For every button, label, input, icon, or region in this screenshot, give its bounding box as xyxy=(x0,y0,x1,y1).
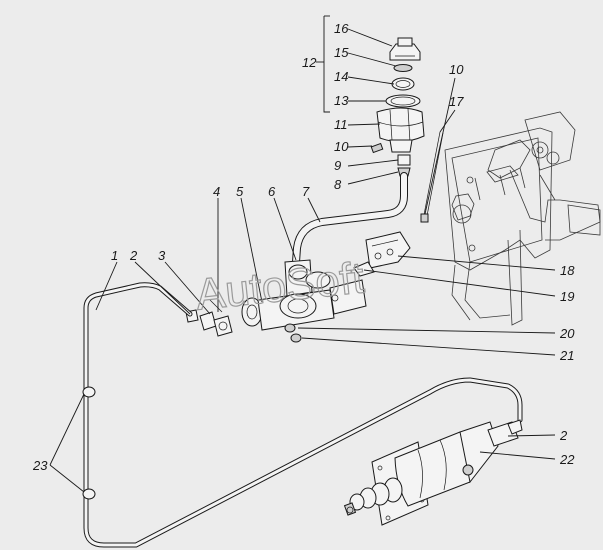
callout-17: 17 xyxy=(449,94,464,109)
callout-15: 15 xyxy=(334,45,349,60)
callout-3: 3 xyxy=(158,248,166,263)
callout-4: 4 xyxy=(213,184,220,199)
callout-14: 14 xyxy=(334,69,348,84)
callout-11: 11 xyxy=(334,117,348,132)
callout-6: 6 xyxy=(268,184,276,199)
callout-1: 1 xyxy=(111,248,118,263)
callout-22: 22 xyxy=(559,452,575,467)
callout-19: 19 xyxy=(560,289,574,304)
callout-12: 12 xyxy=(302,55,317,70)
supply-hose xyxy=(292,172,408,266)
callout-16: 16 xyxy=(334,21,349,36)
fluid-reservoir xyxy=(370,37,425,177)
clutch-booster xyxy=(343,419,523,526)
callout-20: 20 xyxy=(559,326,575,341)
push-rod xyxy=(420,131,444,223)
pedal-bracket xyxy=(444,111,601,326)
callout-10-upper: 10 xyxy=(334,139,349,154)
callout-7: 7 xyxy=(302,184,310,199)
callout-10-right: 10 xyxy=(449,62,464,77)
callout-13: 13 xyxy=(334,93,349,108)
callout-9: 9 xyxy=(334,158,341,173)
callout-18: 18 xyxy=(560,263,575,278)
callout-2-upper: 2 xyxy=(129,248,138,263)
callout-labels: 16 15 14 13 12 11 10 9 8 10 17 7 6 5 4 3… xyxy=(32,21,575,473)
callout-2-lower: 2 xyxy=(559,428,568,443)
callout-5: 5 xyxy=(236,184,244,199)
master-cylinder xyxy=(241,259,367,331)
mounting-bracket xyxy=(353,231,411,277)
hydraulic-pipe xyxy=(82,282,523,548)
callout-23: 23 xyxy=(32,458,48,473)
callout-21: 21 xyxy=(559,348,574,363)
callout-8: 8 xyxy=(334,177,342,192)
washers xyxy=(284,323,302,343)
leader-lines xyxy=(49,15,556,493)
